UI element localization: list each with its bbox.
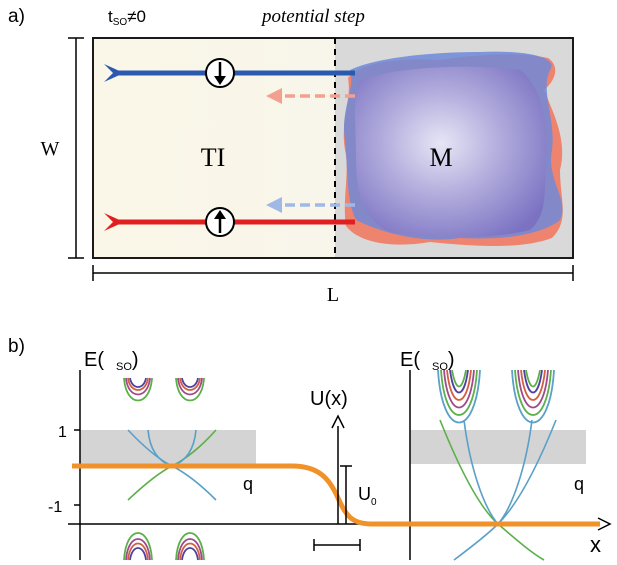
potential-step-label: potential step [260, 6, 365, 27]
panel-a: a) tSO≠0 potential step M TI [8, 6, 574, 306]
spin-up-channel-arrowhead [104, 213, 124, 231]
reflected-blue-arrow [266, 197, 355, 213]
ti-label: TI [201, 143, 226, 172]
right-energy-axis-label: E(SO) [400, 349, 455, 373]
left-conduction-subbands [123, 377, 205, 402]
potential-label: U(x) [310, 388, 348, 410]
spin-down-arrow-icon [205, 58, 235, 88]
length-label: L [327, 284, 339, 306]
right-gap-band [410, 430, 586, 464]
spin-up-arrow-icon [205, 207, 235, 237]
right-q-label: q [574, 474, 584, 494]
left-valence-subbands [123, 532, 205, 561]
left-energy-axis-label: E(SO) [84, 349, 139, 373]
tick-plus-one: 1 [58, 424, 67, 441]
width-label: W [41, 138, 60, 160]
step-width-marker [313, 539, 361, 551]
panel-a-label: a) [8, 6, 25, 27]
tso-label: tSO≠0 [108, 7, 146, 28]
panel-b: b) E(SO) 1 -1 q [8, 336, 612, 561]
panel-b-label: b) [8, 336, 25, 357]
spin-down-channel-arrowhead [104, 64, 124, 82]
sample-border [92, 37, 574, 259]
tick-minus-one: -1 [48, 499, 62, 516]
metal-label: M [429, 143, 452, 172]
left-gap-band [80, 430, 256, 464]
reflected-red-arrow [266, 88, 355, 104]
left-q-label: q [243, 474, 253, 494]
x-axis-arrow-icon [597, 517, 612, 531]
potential-axis-arrow-icon [331, 414, 345, 429]
metal-body [355, 66, 547, 237]
right-conduction-subbands [437, 369, 555, 424]
length-dimension [92, 265, 574, 281]
x-axis-label: x [590, 532, 601, 557]
u0-bracket [340, 465, 352, 524]
width-dimension [68, 37, 84, 259]
u0-label: U0 [358, 484, 377, 508]
